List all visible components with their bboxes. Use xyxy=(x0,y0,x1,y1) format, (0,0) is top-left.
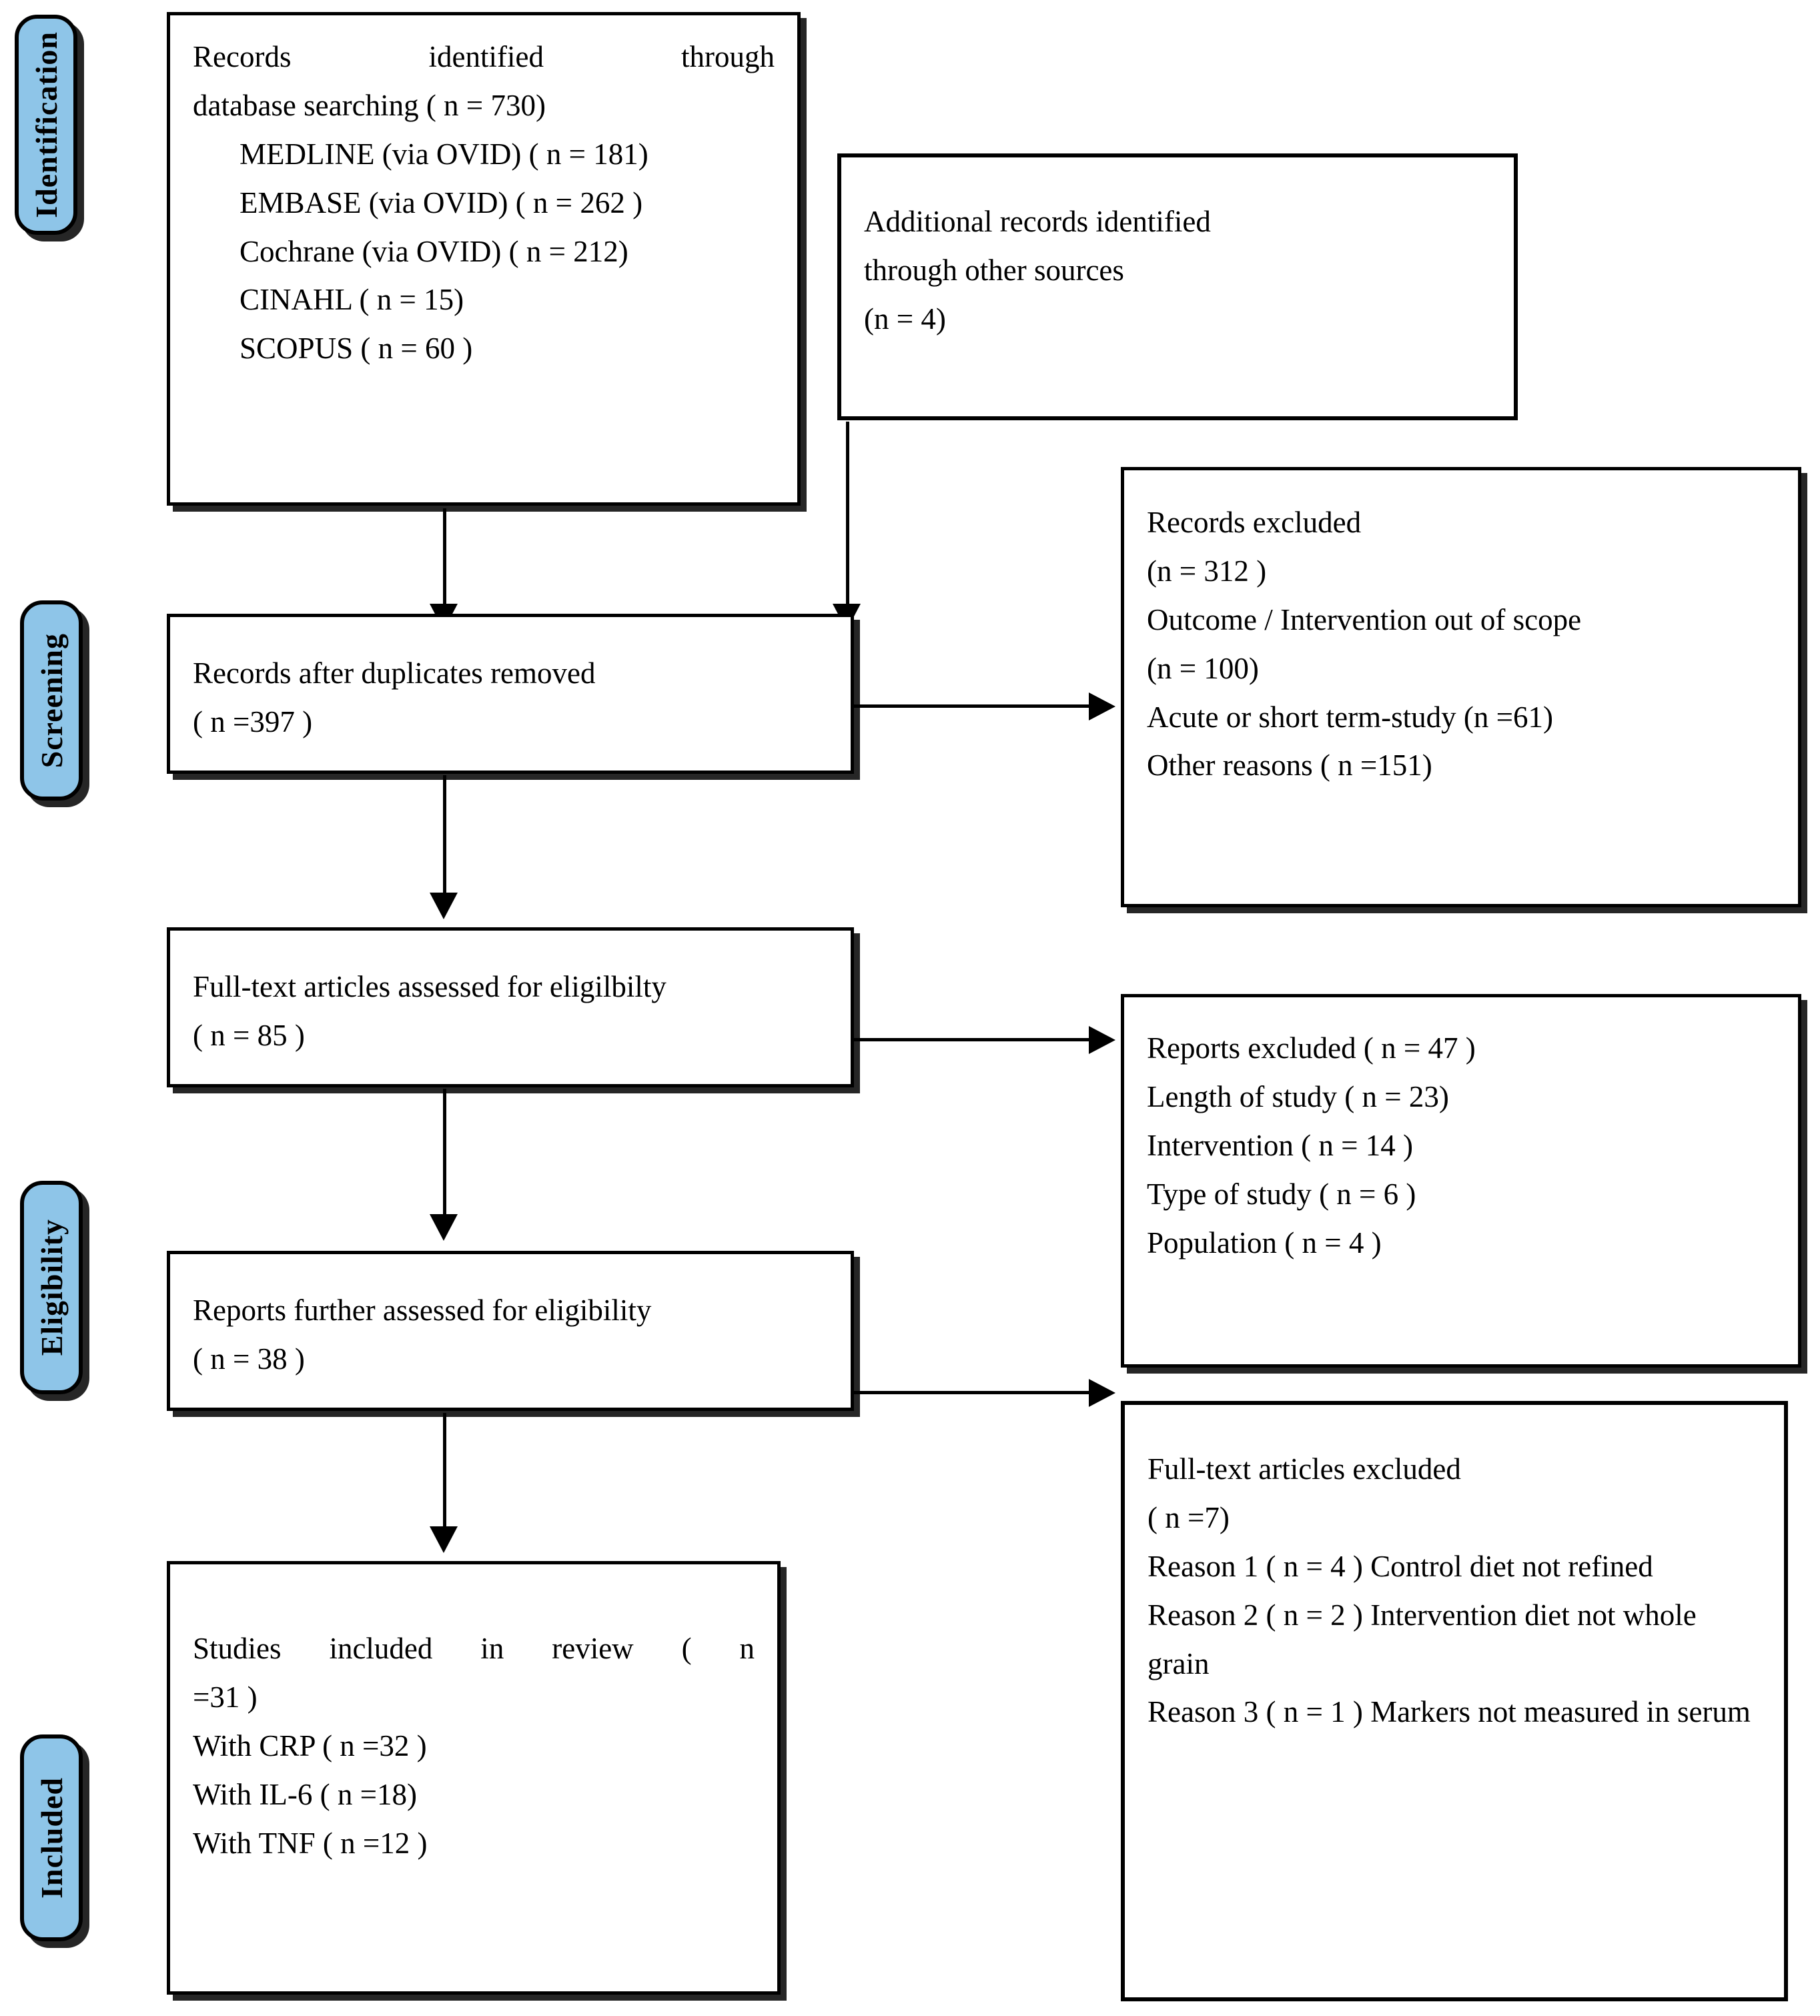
records-after-duplicates-line-1: Records after duplicates removed xyxy=(193,656,596,690)
box-reports-further-assessed: Reports further assessed for eligibility… xyxy=(167,1251,854,1411)
records-identified-word-records: Records xyxy=(193,40,292,73)
reports-further-assessed-line-1: Reports further assessed for eligibility xyxy=(193,1294,652,1327)
source-medline: MEDLINE (via OVID) ( n = 181) xyxy=(240,137,648,171)
connector-dedup-to-excluded xyxy=(854,704,1094,708)
stage-bar-eligibility: Eligibility xyxy=(20,1181,83,1394)
reports-excluded-line-1: Reports excluded ( n = 47 ) xyxy=(1147,1031,1476,1065)
reports-excluded-line-4: Type of study ( n = 6 ) xyxy=(1147,1177,1416,1211)
stage-label-eligibility: Eligibility xyxy=(34,1219,69,1356)
source-cinahl: CINAHL ( n = 15) xyxy=(240,283,464,317)
reports-excluded-line-3: Intervention ( n = 14 ) xyxy=(1147,1128,1414,1162)
connector-further-to-fulltext-excluded xyxy=(854,1391,1094,1394)
box-fulltext-assessed: Full-text articles assessed for eligilbi… xyxy=(167,927,854,1087)
records-excluded-line-1: Records excluded xyxy=(1147,506,1362,539)
additional-records-line-1: Additional records identified xyxy=(864,205,1211,238)
records-identified-word-identified: identified xyxy=(428,40,544,73)
arrow-further-to-included xyxy=(430,1526,458,1553)
source-embase: EMBASE (via OVID) ( n = 262 ) xyxy=(240,185,643,219)
reports-excluded-line-5: Population ( n = 4 ) xyxy=(1147,1225,1382,1259)
box-additional-records: Additional records identified through ot… xyxy=(837,153,1518,420)
records-identified-word-through: through xyxy=(680,40,775,73)
box-reports-excluded: Reports excluded ( n = 47 ) Length of st… xyxy=(1121,994,1801,1368)
records-identified-count-line: database searching ( n = 730) xyxy=(193,88,546,122)
source-cochrane: Cochrane (via OVID) ( n = 212) xyxy=(240,234,628,268)
additional-records-line-3: (n = 4) xyxy=(864,302,946,336)
box-records-excluded: Records excluded (n = 312 ) Outcome / In… xyxy=(1121,467,1801,907)
source-scopus: SCOPUS ( n = 60 ) xyxy=(240,332,473,366)
records-identified-title-line: Records identified through xyxy=(193,33,775,81)
studies-included-il6: With IL-6 ( n =18) xyxy=(193,1777,417,1811)
arrow-fulltext-to-reports-excluded xyxy=(1089,1026,1115,1054)
arrow-dedup-to-fulltext xyxy=(430,893,458,919)
studies-included-crp: With CRP ( n =32 ) xyxy=(193,1728,427,1762)
records-excluded-line-4: (n = 100) xyxy=(1147,651,1259,685)
stage-bar-included: Included xyxy=(20,1734,83,1941)
fulltext-excluded-reason-2: Reason 2 ( n = 2 ) Intervention diet not… xyxy=(1148,1598,1697,1680)
box-records-identified: Records identified through database sear… xyxy=(167,12,801,506)
fulltext-assessed-line-2: ( n = 85 ) xyxy=(193,1018,305,1052)
studies-included-line-1a: Studies included in review ( n xyxy=(193,1632,755,1665)
stage-bar-identification: Identification xyxy=(15,15,77,235)
stage-label-screening: Screening xyxy=(34,632,69,769)
fulltext-assessed-line-1: Full-text articles assessed for eligilbi… xyxy=(193,970,666,1003)
studies-included-line-1b: =31 ) xyxy=(193,1680,258,1714)
records-after-duplicates-line-2: ( n =397 ) xyxy=(193,704,313,738)
records-excluded-line-5: Acute or short term-study (n =61) xyxy=(1147,700,1553,734)
records-excluded-line-6: Other reasons ( n =151) xyxy=(1147,748,1432,783)
additional-records-line-2: through other sources xyxy=(864,253,1124,287)
stage-label-identification: Identification xyxy=(29,31,63,218)
fulltext-excluded-line-1: Full-text articles excluded xyxy=(1148,1452,1461,1486)
studies-included-tnf: With TNF ( n =12 ) xyxy=(193,1826,428,1860)
connector-further-to-included xyxy=(443,1413,446,1536)
arrow-fulltext-to-further xyxy=(430,1214,458,1241)
records-excluded-line-3: Outcome / Intervention out of scope xyxy=(1147,602,1582,636)
arrow-dedup-to-excluded xyxy=(1089,692,1115,720)
connector-fulltext-to-reports-excluded xyxy=(854,1038,1094,1041)
fulltext-excluded-reason-1: Reason 1 ( n = 4 ) Control diet not refi… xyxy=(1148,1549,1653,1583)
connector-fulltext-to-further xyxy=(443,1089,446,1222)
fulltext-excluded-line-2: ( n =7) xyxy=(1148,1500,1230,1534)
reports-further-assessed-line-2: ( n = 38 ) xyxy=(193,1342,305,1376)
reports-excluded-line-2: Length of study ( n = 23) xyxy=(1147,1079,1449,1113)
records-excluded-line-2: (n = 312 ) xyxy=(1147,554,1267,588)
box-records-after-duplicates: Records after duplicates removed ( n =39… xyxy=(167,614,854,774)
stage-label-included: Included xyxy=(34,1777,69,1899)
connector-dedup-to-fulltext xyxy=(443,775,446,902)
connector-identified-to-dedup xyxy=(443,508,446,614)
arrow-further-to-fulltext-excluded xyxy=(1089,1379,1115,1407)
connector-additional-to-dedup xyxy=(846,422,849,614)
box-studies-included: Studies included in review ( n =31 ) Wit… xyxy=(167,1561,781,1995)
box-fulltext-excluded: Full-text articles excluded ( n =7) Reas… xyxy=(1121,1401,1788,2001)
stage-bar-screening: Screening xyxy=(20,600,83,801)
fulltext-excluded-reason-3: Reason 3 ( n = 1 ) Markers not measured … xyxy=(1148,1695,1751,1729)
